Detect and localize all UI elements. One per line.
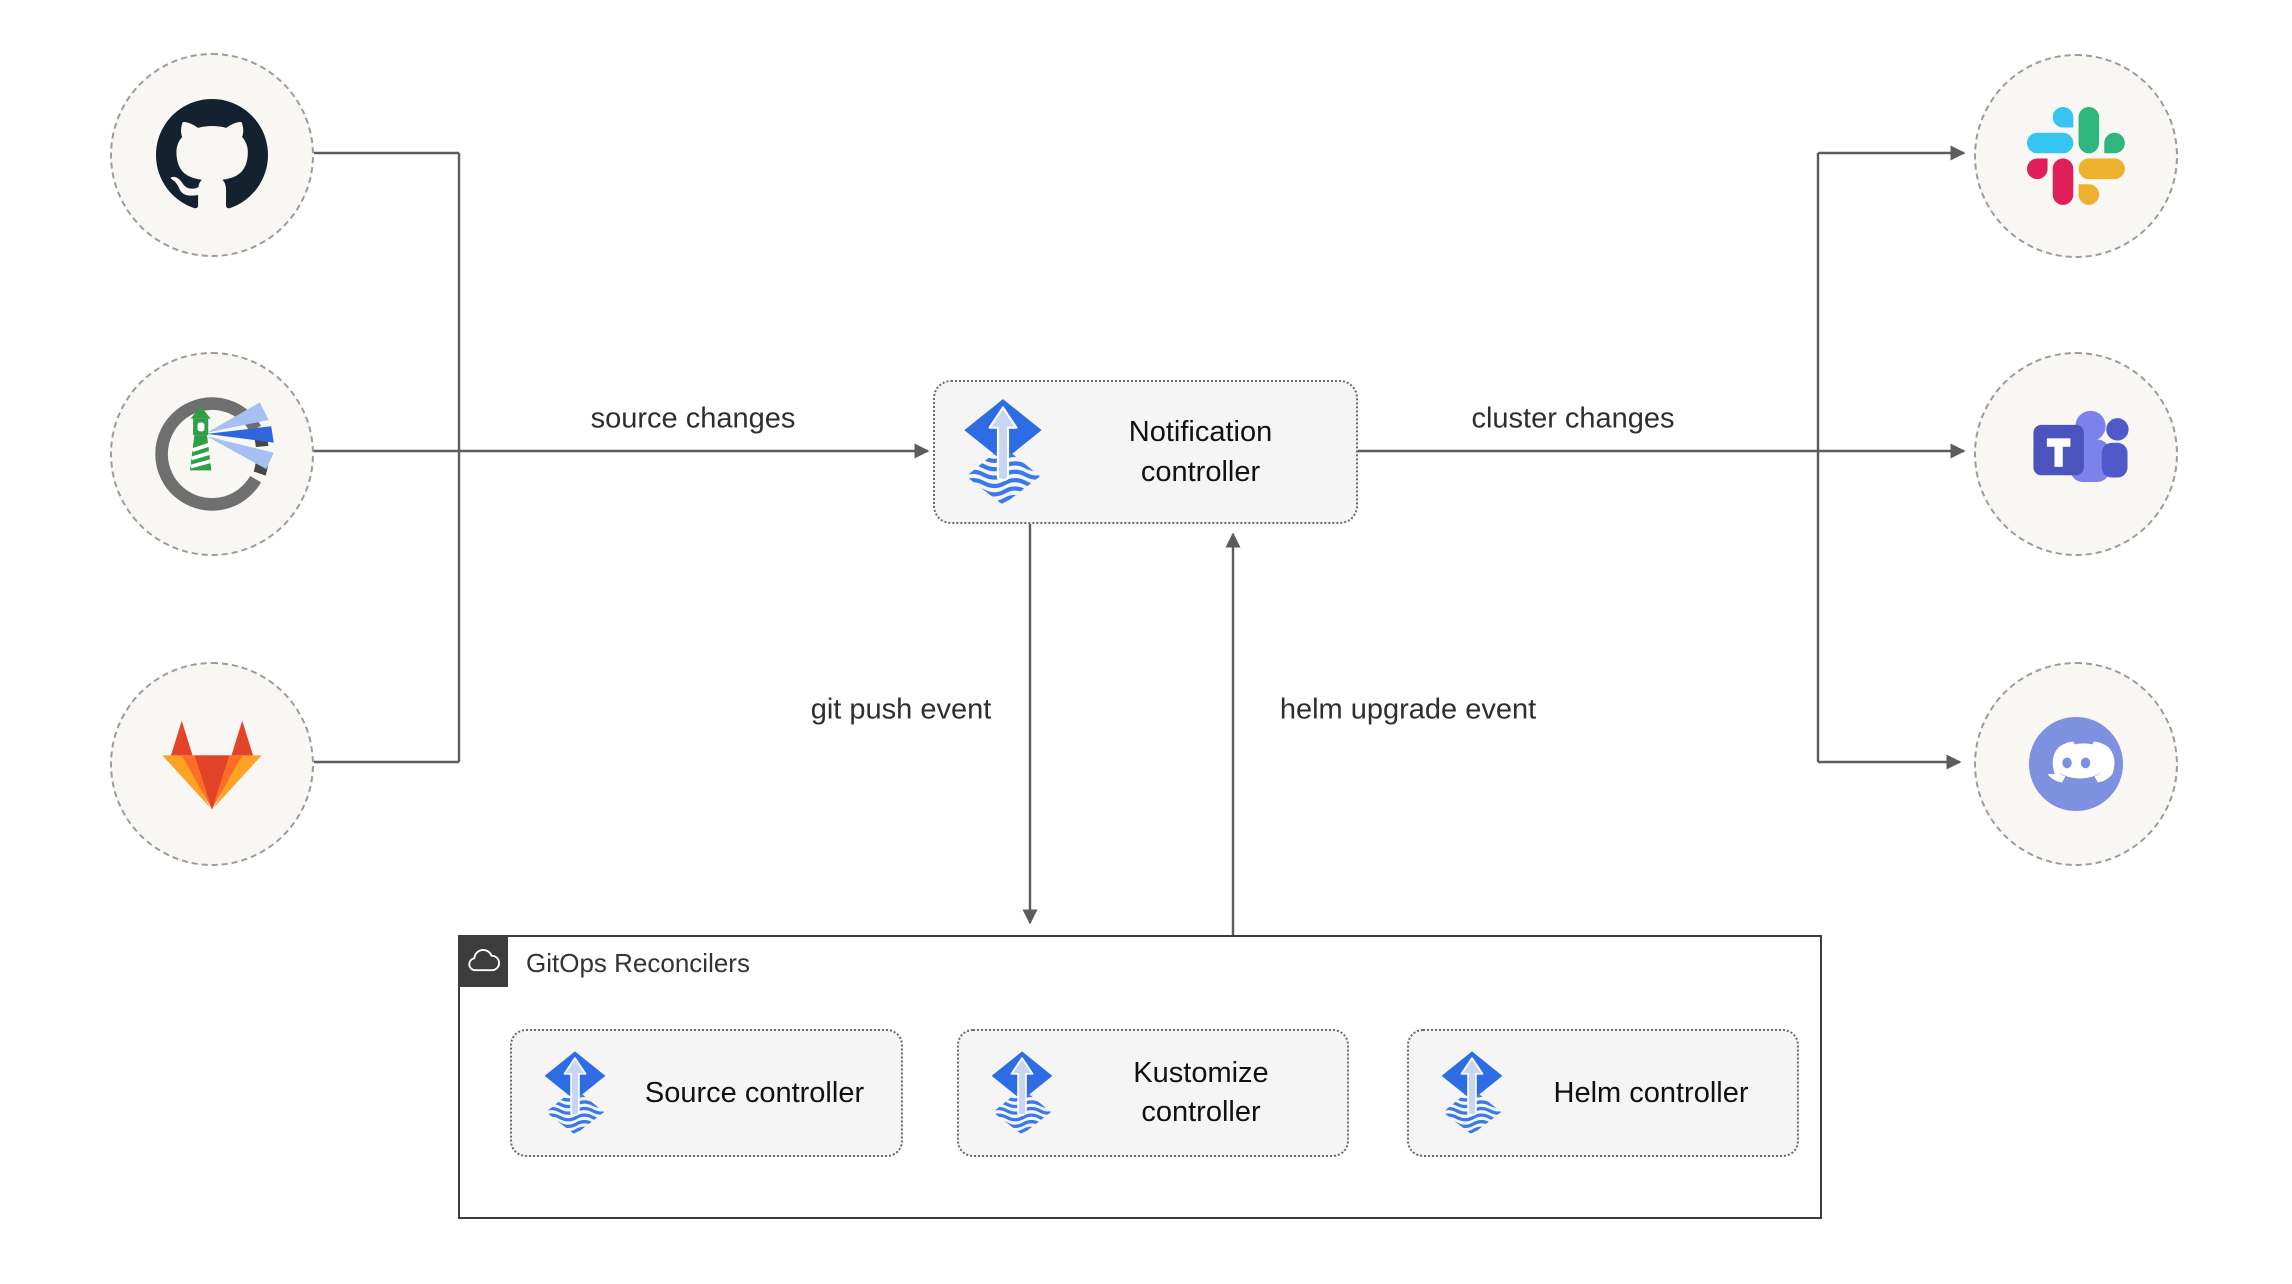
node-gitlab bbox=[110, 662, 314, 866]
helm-controller-label: Helm controller bbox=[1553, 1076, 1749, 1109]
notification-controller-label: Notification controller bbox=[1128, 416, 1273, 488]
edge-label-source-changes: source changes bbox=[590, 402, 796, 435]
container-title: GitOps Reconcilers bbox=[526, 948, 750, 978]
node-helm-controller: Helm controller bbox=[1407, 1029, 1799, 1157]
flux-icon bbox=[989, 1049, 1055, 1137]
gitlab-icon bbox=[158, 714, 266, 814]
kustomize-controller-label: Kustomize controller bbox=[1133, 1057, 1269, 1128]
node-source-controller: Source controller bbox=[510, 1029, 903, 1157]
node-slack bbox=[1974, 54, 2178, 258]
github-icon bbox=[156, 99, 268, 211]
node-github bbox=[110, 53, 314, 257]
edge-label-cluster-changes: cluster changes bbox=[1471, 402, 1675, 435]
harbor-icon bbox=[149, 391, 275, 517]
node-kustomize-controller: Kustomize controller bbox=[957, 1029, 1349, 1157]
gitops-reconcilers-container: GitOps Reconcilers Source controller Kus… bbox=[458, 935, 1822, 1219]
flux-icon bbox=[542, 1049, 608, 1137]
node-discord bbox=[1974, 662, 2178, 866]
flux-icon bbox=[1439, 1049, 1505, 1137]
node-harbor bbox=[110, 352, 314, 556]
cloud-icon bbox=[466, 948, 500, 974]
container-header-badge bbox=[458, 935, 508, 987]
microsoft-teams-icon bbox=[2020, 398, 2132, 510]
slack-icon bbox=[2027, 107, 2125, 205]
source-controller-label: Source controller bbox=[644, 1076, 865, 1109]
edge-label-helm-upgrade-event: helm upgrade event bbox=[1279, 693, 1537, 726]
flux-icon bbox=[961, 397, 1045, 507]
edge-label-git-push-event: git push event bbox=[810, 693, 992, 726]
discord-icon bbox=[2020, 708, 2132, 820]
node-teams bbox=[1974, 352, 2178, 556]
node-notification-controller: Notification controller bbox=[933, 380, 1358, 524]
